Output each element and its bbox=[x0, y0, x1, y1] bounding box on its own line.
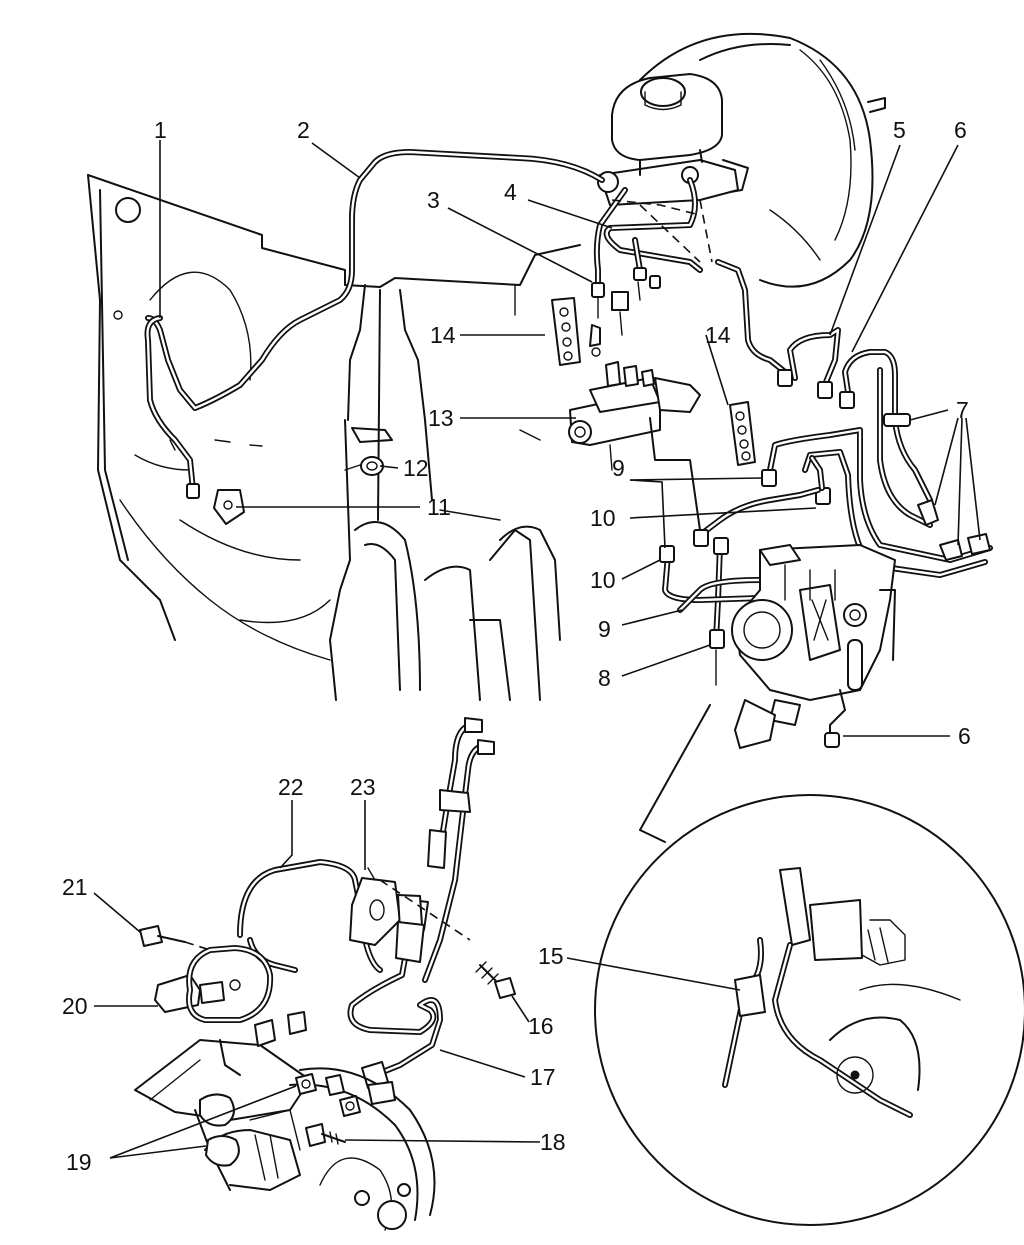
brake-rotor bbox=[289, 1067, 436, 1231]
callout-19: 19 bbox=[66, 1149, 92, 1175]
callout-10-upper: 10 bbox=[590, 505, 616, 531]
callout-3: 3 bbox=[427, 187, 440, 213]
tube-clip-part-15 bbox=[734, 974, 766, 1017]
callout-14-left: 14 bbox=[430, 322, 456, 348]
callout-2: 2 bbox=[297, 117, 310, 143]
bolt-part-21 bbox=[139, 925, 211, 951]
callout-leaders bbox=[93, 140, 981, 1159]
firewall-panel bbox=[87, 174, 581, 661]
bolt-part-16 bbox=[475, 961, 516, 999]
callout-21: 21 bbox=[62, 874, 88, 900]
callout-12: 12 bbox=[403, 455, 429, 481]
callout-9-lower: 9 bbox=[598, 616, 611, 642]
brake-hose-part-17 bbox=[347, 921, 443, 1089]
callout-4: 4 bbox=[504, 179, 517, 205]
brake-tube-5 bbox=[787, 327, 841, 399]
callout-11: 11 bbox=[427, 494, 451, 520]
bolt-part-18 bbox=[305, 1123, 346, 1147]
callout-10-lower: 10 bbox=[590, 567, 616, 593]
callout-15: 15 bbox=[538, 943, 564, 969]
assembly-dashed-lines-top bbox=[597, 199, 713, 336]
hose-bracket-part-23 bbox=[349, 867, 471, 946]
engine-bay-outline bbox=[329, 284, 561, 701]
brake-tube-clip-part-14-right bbox=[729, 401, 756, 466]
front-steering-knuckle bbox=[134, 1011, 311, 1191]
tube-clips-part-7 bbox=[883, 413, 991, 561]
brake-tube-1 bbox=[144, 315, 200, 499]
brake-tube-mc-to-hcu bbox=[715, 259, 793, 387]
clip-part-11 bbox=[213, 489, 245, 525]
proportioning-valve-part-13 bbox=[568, 361, 701, 531]
callout-14-right: 14 bbox=[705, 322, 731, 348]
front-brake-hose-assembly bbox=[405, 717, 495, 983]
brake-tube-clip-part-14-left bbox=[551, 297, 601, 366]
brake-tube-2 bbox=[145, 149, 605, 411]
callout-5: 5 bbox=[893, 117, 906, 143]
nuts-part-19 bbox=[295, 1073, 361, 1117]
callout-18: 18 bbox=[540, 1129, 566, 1155]
callout-23: 23 bbox=[350, 774, 376, 800]
detail-magnifier-circle bbox=[594, 794, 1024, 1226]
grommet-part-12 bbox=[344, 427, 393, 476]
callout-7: 7 bbox=[956, 397, 969, 423]
callout-20: 20 bbox=[62, 993, 88, 1019]
callout-22: 22 bbox=[278, 774, 304, 800]
abs-hydraulic-control-unit bbox=[639, 544, 896, 843]
callout-6-bottom: 6 bbox=[958, 723, 971, 749]
brake-tube-3 bbox=[591, 187, 628, 298]
callout-1: 1 bbox=[154, 117, 167, 143]
brake-tubes-9-10 bbox=[659, 487, 821, 686]
callout-9-upper: 9 bbox=[612, 455, 625, 481]
brake-booster bbox=[639, 32, 886, 288]
callout-8: 8 bbox=[598, 665, 611, 691]
callout-16: 16 bbox=[528, 1013, 554, 1039]
master-cylinder bbox=[597, 73, 749, 206]
callout-13: 13 bbox=[428, 405, 454, 431]
callout-6-top: 6 bbox=[954, 117, 967, 143]
brake-tube-6-upper bbox=[839, 349, 933, 503]
bracket-part-20 bbox=[154, 945, 274, 1023]
callout-labels: 1 2 3 4 5 6 7 14 14 13 12 11 9 10 10 9 8… bbox=[62, 117, 971, 1175]
callout-17: 17 bbox=[530, 1064, 556, 1090]
